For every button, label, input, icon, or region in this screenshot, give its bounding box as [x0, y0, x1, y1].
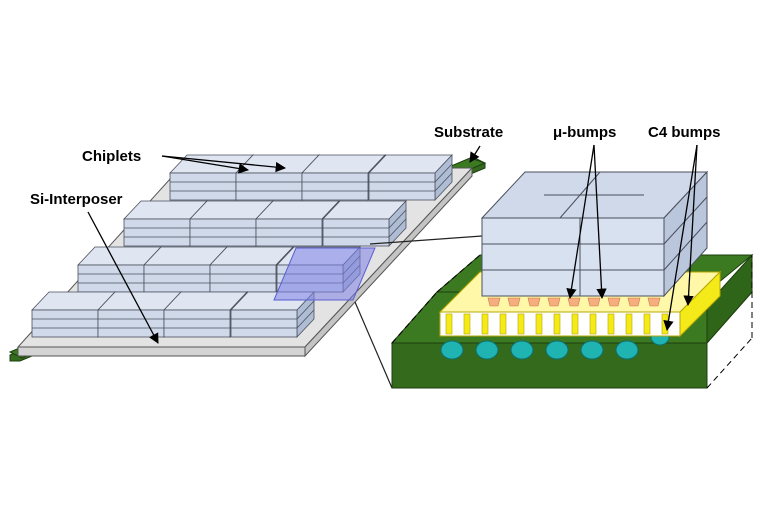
chiplet-stack [301, 153, 386, 202]
chiplet-front [255, 218, 323, 247]
zoom-line-top [369, 235, 483, 245]
arrow-c4-bumps-1 [663, 144, 698, 332]
tsv-column [517, 313, 525, 335]
chiplet-front [235, 172, 303, 201]
chiplet-front [322, 218, 390, 247]
arrow-micro-bumps-2 [593, 144, 607, 300]
tsv-column [499, 313, 507, 335]
arrow-micro-bumps-1 [566, 144, 595, 300]
chiplet-layer-line [388, 218, 407, 238]
chiplet-front [189, 218, 257, 247]
chiplet-stack [97, 290, 182, 339]
chiplet-front [230, 309, 298, 338]
chiplet-front [143, 264, 211, 293]
chiplet-front [368, 172, 436, 201]
chiplet-front [301, 172, 369, 201]
tsv-column [643, 313, 651, 335]
arrow-si-interposer [87, 211, 159, 344]
tsv-column [553, 313, 561, 335]
zoomed-cross-section [390, 170, 754, 389]
chiplet-layer-line [296, 300, 315, 320]
c4-bump [475, 340, 499, 360]
tsv-column [661, 313, 669, 335]
zoom-line-bottom [354, 301, 393, 389]
arrow-chiplets-1 [161, 155, 250, 174]
highlight-region [273, 247, 376, 301]
chiplet-layer-line [388, 209, 407, 229]
interposer-front [17, 346, 306, 357]
tsv-column [463, 313, 471, 335]
tsv-column [607, 313, 615, 335]
micro-bump [647, 297, 661, 307]
dashed-guide [706, 337, 753, 389]
tsv-column [571, 313, 579, 335]
chiplet-layer-line [434, 163, 453, 183]
zoom-chip-side-line [663, 196, 708, 245]
tsv-column [445, 313, 453, 335]
chiplet-front [77, 264, 145, 293]
c4-bump [545, 340, 569, 360]
chiplet-grid [31, 153, 453, 339]
chiplet-front [169, 172, 237, 201]
left-package [8, 153, 487, 362]
c4-bump [510, 340, 534, 360]
chiplet-stack [368, 153, 453, 202]
chiplet-front [163, 309, 231, 338]
arrow-chiplets-2 [161, 155, 287, 173]
chiplet-front [31, 309, 99, 338]
label-substrate: Substrate [434, 124, 503, 141]
tsv-column [625, 313, 633, 335]
micro-bump [587, 297, 601, 307]
chiplet-layer-line [434, 172, 453, 192]
c4-bump [440, 340, 464, 360]
c4-bump [615, 340, 639, 360]
label-si-interposer: Si-Interposer [30, 191, 123, 208]
tsv-column [589, 313, 597, 335]
tsv-column [535, 313, 543, 335]
chiplet-front [123, 218, 191, 247]
label-chiplets: Chiplets [82, 148, 141, 165]
micro-bump [547, 297, 561, 307]
dashed-guide [391, 291, 438, 344]
chiplet-front [209, 264, 277, 293]
arrow-substrate [469, 145, 481, 163]
micro-bump [487, 297, 501, 307]
chiplet-front [97, 309, 165, 338]
label-micro-bumps: μ-bumps [553, 124, 616, 141]
zoom-chip-top-divider [559, 171, 601, 219]
zoom-chip-front [481, 217, 665, 297]
micro-bump [507, 297, 521, 307]
micro-bump [567, 297, 581, 307]
micro-bump [607, 297, 621, 307]
chiplet-stack [322, 199, 407, 248]
interposer-side [304, 166, 473, 358]
c4-bump [580, 340, 604, 360]
arrow-c4-bumps-2 [683, 144, 698, 307]
micro-bump [527, 297, 541, 307]
zoom-chip-side-line [663, 221, 708, 271]
chiplet-layer-line [296, 309, 315, 329]
micro-bump-row [487, 297, 661, 307]
micro-bump [627, 297, 641, 307]
tsv-column [481, 313, 489, 335]
label-c4-bumps: C4 bumps [648, 124, 721, 141]
